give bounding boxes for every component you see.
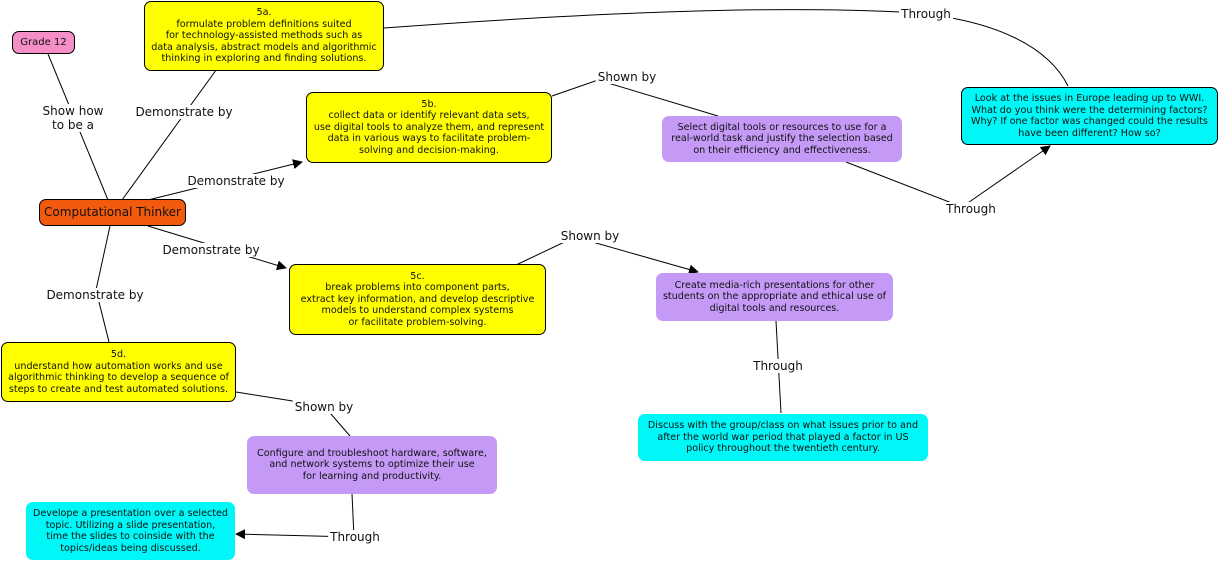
label-through-5c: Through — [751, 359, 805, 373]
label-show-how: Show how to be a — [40, 104, 106, 132]
node-develope-presentation[interactable]: Develope a presentation over a selected … — [26, 502, 235, 560]
node-computational-thinker[interactable]: Computational Thinker — [39, 199, 186, 226]
label-demonstrate-5d: Demonstrate by — [44, 288, 146, 302]
node-media-rich-presentations[interactable]: Create media-rich presentations for othe… — [656, 273, 893, 321]
link-5a-to-wwi — [383, 9, 1069, 87]
node-5b[interactable]: 5b. collect data or identify relevant da… — [306, 92, 552, 163]
node-configure-troubleshoot[interactable]: Configure and troubleshoot hardware, sof… — [247, 436, 497, 494]
link-5b-to-select-tools — [551, 79, 719, 117]
link-ct-to-5a — [121, 54, 228, 201]
label-shown-by-5b: Shown by — [595, 70, 659, 84]
label-shown-by-5d: Shown by — [292, 400, 356, 414]
link-5d-to-configure — [235, 391, 351, 437]
node-5d[interactable]: 5d. understand how automation works and … — [1, 342, 236, 402]
label-demonstrate-5b: Demonstrate by — [185, 174, 287, 188]
node-5a[interactable]: 5a. formulate problem definitions suited… — [144, 1, 384, 71]
label-demonstrate-5a: Demonstrate by — [133, 105, 235, 119]
label-through-5b: Through — [944, 202, 998, 216]
node-discuss-world-war[interactable]: Discuss with the group/class on what iss… — [638, 414, 928, 461]
label-demonstrate-5c: Demonstrate by — [160, 243, 262, 257]
node-wwi-issues[interactable]: Look at the issues in Europe leading up … — [961, 87, 1218, 145]
node-grade-12[interactable]: Grade 12 — [12, 31, 75, 54]
label-shown-by-5c: Shown by — [558, 229, 622, 243]
link-ct-to-5d — [95, 225, 111, 343]
node-select-digital-tools[interactable]: Select digital tools or resources to use… — [662, 116, 902, 162]
label-through-5a: Through — [899, 7, 953, 21]
node-5c[interactable]: 5c. break problems into component parts,… — [289, 264, 546, 335]
label-through-5d: Through — [328, 530, 382, 544]
